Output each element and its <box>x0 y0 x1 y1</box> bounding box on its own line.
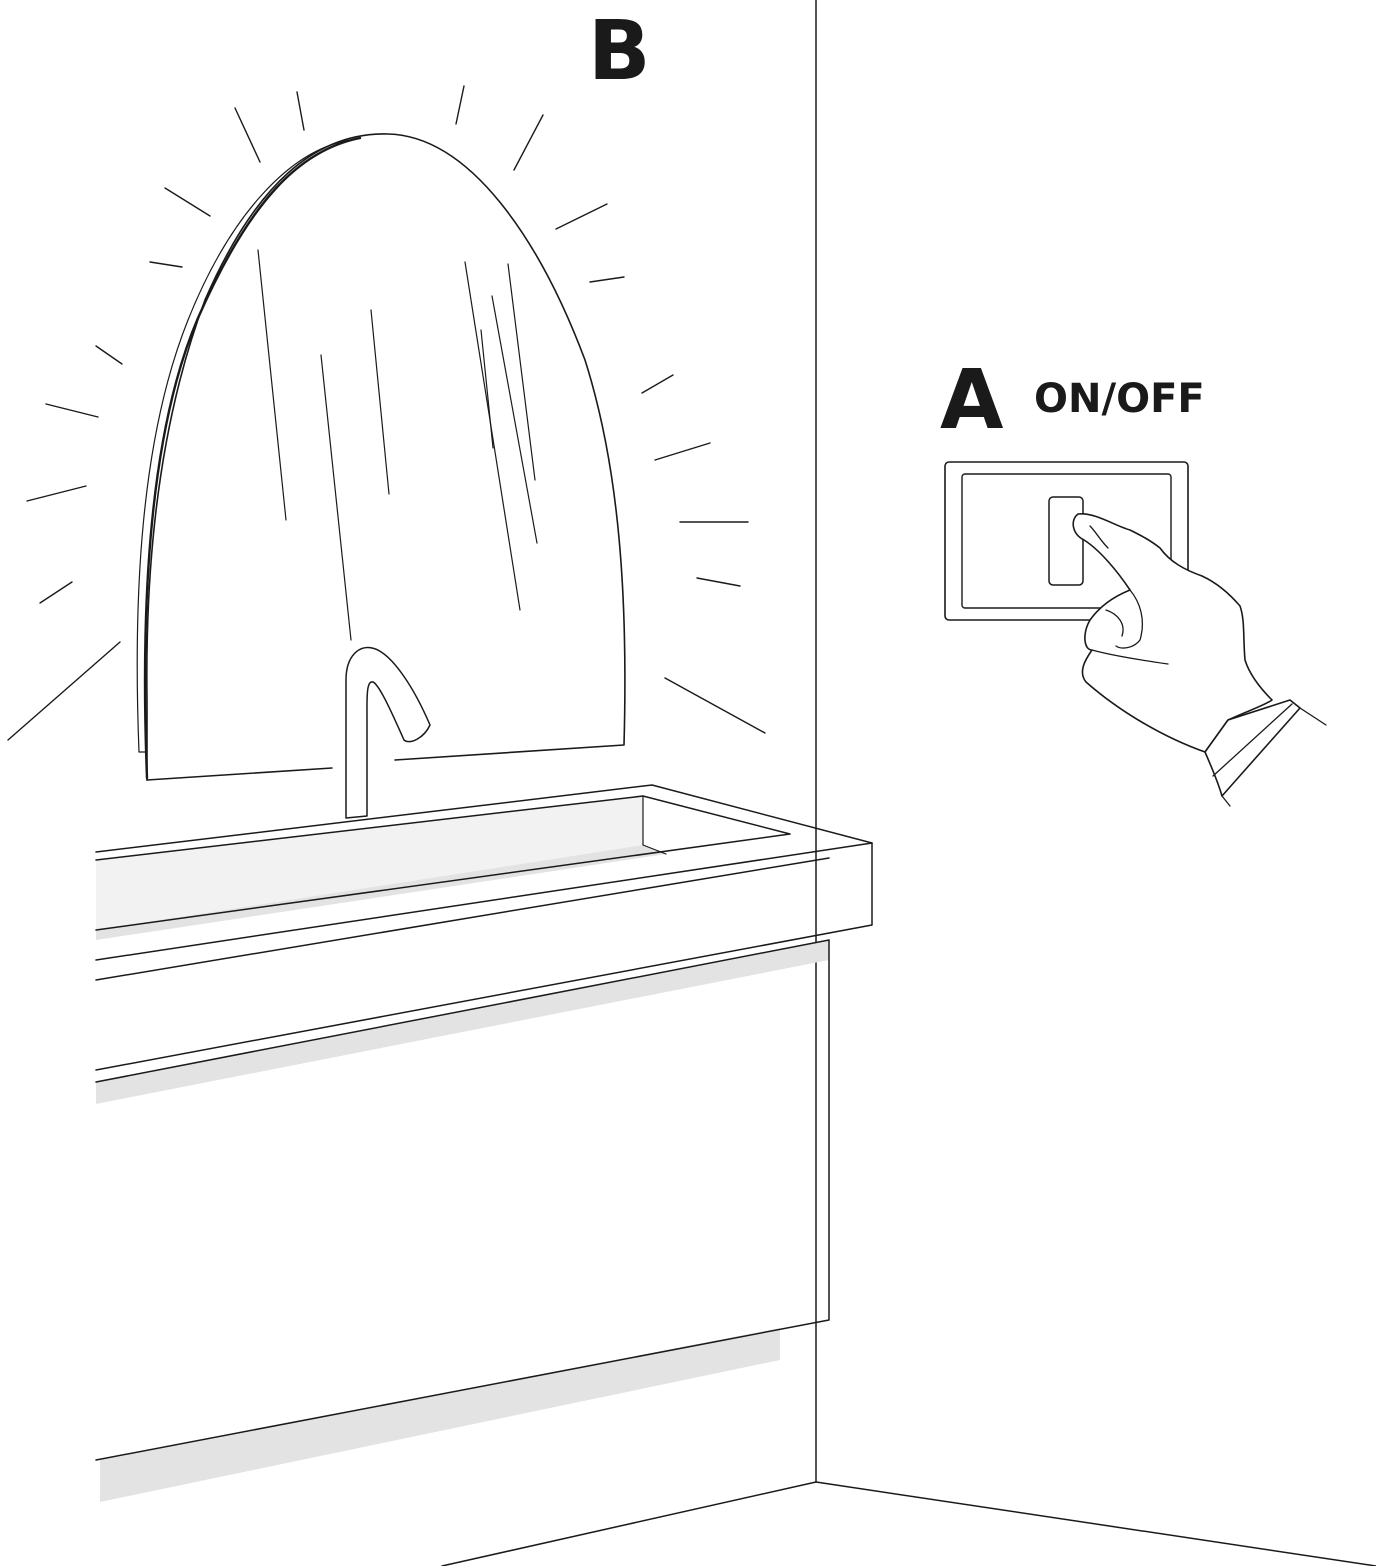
light-rays <box>8 86 765 740</box>
faucet-icon <box>346 647 430 818</box>
room-walls <box>442 0 1376 1566</box>
pointing-hand-icon <box>1073 514 1326 806</box>
switch-label: A <box>940 353 1004 448</box>
mirror-label: B <box>588 4 651 99</box>
switch-on-off-label: ON/OFF <box>1034 376 1205 422</box>
vanity-cabinet <box>96 785 872 1502</box>
